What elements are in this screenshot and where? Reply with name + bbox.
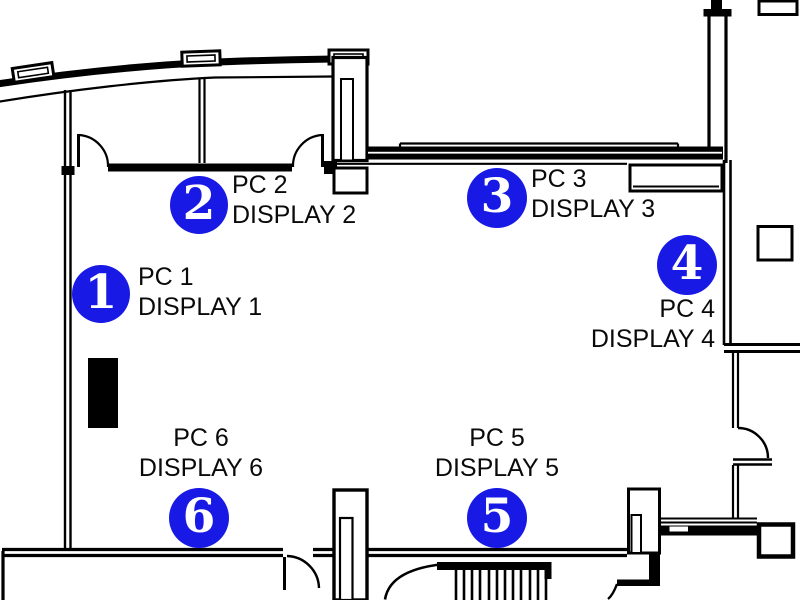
room-door-right xyxy=(291,133,324,168)
stairs xyxy=(383,562,552,600)
marker-label-line2-3: DISPLAY 3 xyxy=(531,195,656,223)
marker-number-6: 6 xyxy=(182,488,216,544)
marker-number-2: 2 xyxy=(182,175,216,231)
marker-number-5: 5 xyxy=(480,488,514,544)
pc-marker-circle-2: 2 xyxy=(170,176,228,234)
pc-marker-circle-6: 6 xyxy=(169,488,229,548)
bottom-door xyxy=(283,554,321,590)
marker-number-1: 1 xyxy=(84,264,118,320)
marker-label-line2-2: DISPLAY 2 xyxy=(232,201,357,229)
marker-label-line2-6: DISPLAY 6 xyxy=(138,454,264,482)
marker-label-line1-6: PC 6 xyxy=(173,424,229,452)
marker-label-line1-5: PC 5 xyxy=(469,424,525,452)
right-door xyxy=(731,426,772,519)
marker-label-line2-1: DISPLAY 1 xyxy=(138,293,263,321)
pc-marker-circle-1: 1 xyxy=(72,265,130,323)
right-wall xyxy=(722,160,800,428)
black-column-fixture xyxy=(88,358,118,428)
pc-marker-circle-3: 3 xyxy=(467,168,527,228)
marker-label-line1-1: PC 1 xyxy=(138,263,194,291)
bottom-wall-left xyxy=(1,547,334,600)
marker-label-line2-5: DISPLAY 5 xyxy=(434,454,560,482)
marker-number-3: 3 xyxy=(480,168,514,224)
pc-marker-circle-4: 4 xyxy=(657,235,717,295)
corridor-shaft-wall xyxy=(331,55,369,195)
marker-label-line2-4: DISPLAY 4 xyxy=(590,325,715,353)
top-right-wall xyxy=(703,0,732,163)
bottom-pillar xyxy=(332,488,369,600)
right-edge-squares xyxy=(756,0,799,262)
marker-label-line1-4: PC 4 xyxy=(659,295,715,323)
marker-label-line1-2: PC 2 xyxy=(232,171,288,199)
pc-marker-circle-5: 5 xyxy=(467,488,527,548)
marker-number-4: 4 xyxy=(670,235,704,291)
bottom-right-partition xyxy=(607,487,796,600)
marker-label-line1-3: PC 3 xyxy=(531,165,587,193)
left-wall xyxy=(61,90,75,551)
bottom-wall-middle xyxy=(367,547,627,558)
closet-recess xyxy=(628,163,724,193)
room-door-left xyxy=(77,133,110,168)
main-top-wall xyxy=(334,142,723,165)
